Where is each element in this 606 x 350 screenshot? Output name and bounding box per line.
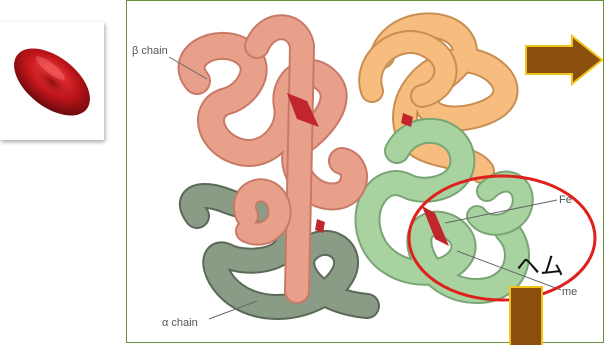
- heme-japanese-label: ヘム: [516, 246, 564, 281]
- red-blood-cell-thumbnail: [0, 22, 104, 140]
- down-arrow-shaft: [508, 285, 544, 350]
- arrow-shaft-icon: [508, 285, 544, 345]
- beta-chain-label: β chain: [132, 45, 168, 57]
- arrow-right-icon: [524, 34, 604, 86]
- red-blood-cell-icon: [0, 22, 104, 140]
- heme-label-partial: me: [562, 286, 577, 298]
- next-slide-arrow: [524, 34, 604, 91]
- alpha-chain-label: α chain: [162, 317, 198, 329]
- fe-label: Fe: [559, 194, 572, 206]
